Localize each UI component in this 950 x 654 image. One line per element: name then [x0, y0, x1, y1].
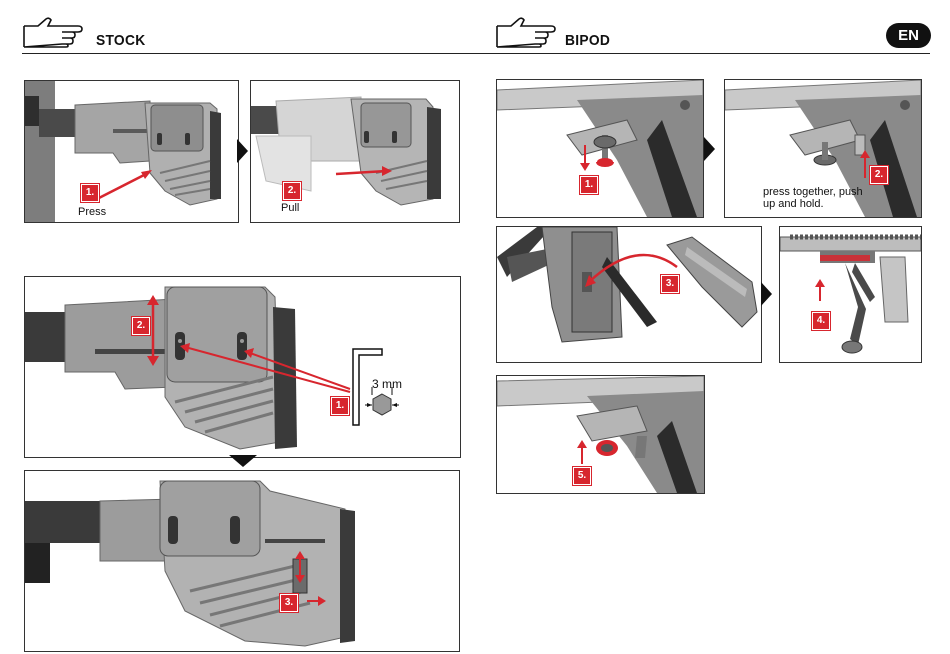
step-5-badge: 5. [573, 467, 591, 485]
bipod-step-1-panel: 1. [496, 79, 704, 218]
stock-press-panel: 1. Press [24, 80, 239, 223]
stock-adjust-illustration [25, 286, 399, 450]
bipod-step-5-panel: 5. [496, 375, 705, 494]
bipod-step-3-panel: 3. [496, 226, 762, 363]
bipod-step-1-illustration [497, 80, 703, 217]
next-step-arrow [761, 282, 772, 306]
step-4-badge: 4. [812, 312, 830, 330]
next-step-arrow [229, 455, 257, 467]
stock-pull-illustration [251, 96, 441, 206]
stock-press-illustration [25, 81, 221, 222]
step-2-caption: press together, push up and hold. [763, 186, 863, 210]
step-2-badge: 2. [283, 182, 301, 200]
stock-lock-illustration [25, 480, 355, 647]
stock-lock-panel: 3. [24, 470, 460, 652]
next-step-arrow [704, 137, 715, 161]
step-1-badge: 1. [81, 184, 99, 202]
stock-pull-panel: 2. Pull [250, 80, 460, 223]
bipod-step-2-panel: 2. press together, push up and hold. [724, 79, 922, 218]
step-1-caption: Press [78, 206, 107, 218]
step-3-badge: 3. [661, 275, 679, 293]
step-3-badge: 3. [280, 594, 298, 612]
bipod-step-4-illustration [780, 234, 921, 354]
language-badge: EN [886, 23, 931, 48]
step-1-badge: 1. [580, 176, 598, 194]
step-2-badge: 2. [870, 166, 888, 184]
bipod-step-5-illustration [497, 376, 704, 493]
hex-key-size-label: 3 mm [372, 377, 402, 391]
bipod-section-title: BIPOD [565, 32, 611, 49]
header-divider [22, 53, 930, 54]
step-1-badge: 1. [331, 397, 349, 415]
stock-section-title: STOCK [96, 32, 146, 49]
next-step-arrow [237, 139, 248, 163]
bipod-step-4-panel: 4. [779, 226, 922, 363]
bipod-step-3-illustration [497, 227, 758, 343]
bipod-step-2-illustration [725, 80, 921, 217]
step-2-badge: 2. [132, 317, 150, 335]
step-2-caption: Pull [281, 202, 300, 214]
stock-adjust-panel: 2. 1. 3 mm [24, 276, 461, 458]
pointing-hand-icon [496, 17, 556, 48]
pointing-hand-icon [23, 17, 83, 48]
